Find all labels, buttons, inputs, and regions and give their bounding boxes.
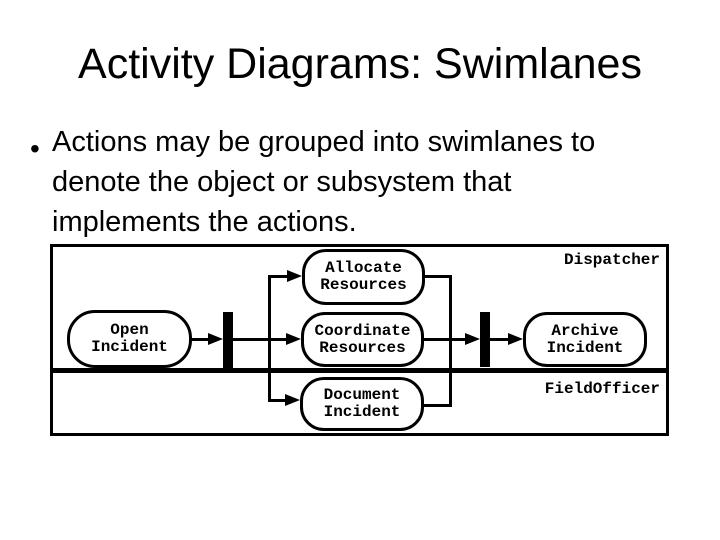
flow-line-join-to-archive xyxy=(490,338,509,341)
flow-line-coordinate-to-join xyxy=(424,338,466,341)
join-bar xyxy=(480,312,490,367)
bullet-line: implements the actions. xyxy=(52,206,357,238)
action-node-archive-incident: Archive Incident xyxy=(523,312,647,367)
node-label-line: Open xyxy=(110,321,149,339)
flow-line-to-document xyxy=(268,399,286,402)
flow-line-open-to-fork xyxy=(192,338,209,341)
node-label-line: Document xyxy=(323,386,401,404)
slide-title: Activity Diagrams: Swimlanes xyxy=(78,40,642,88)
arrowhead-into-document xyxy=(285,394,300,406)
node-label-line: Incident xyxy=(323,403,401,421)
activity-diagram: Dispatcher FieldOfficer Open Incident Al… xyxy=(50,244,669,436)
arrowhead-into-archive xyxy=(508,333,523,345)
action-node-open-incident: Open Incident xyxy=(67,310,192,368)
bullet-text: Actions may be grouped into swimlanes to… xyxy=(52,122,595,242)
flow-line-allocate-out xyxy=(425,275,452,278)
action-node-coordinate-resources: Coordinate Resources xyxy=(301,312,424,367)
fork-bar xyxy=(223,312,233,368)
node-label-line: Resources xyxy=(320,276,407,294)
node-label-line: Incident xyxy=(546,338,624,357)
flow-line-merge-branch xyxy=(449,275,452,407)
flow-line-to-coordinate xyxy=(233,338,287,341)
node-label-line: Coordinate xyxy=(314,321,411,340)
arrowhead-into-coordinate xyxy=(286,333,301,345)
bullet-marker: • xyxy=(30,133,40,164)
bullet-line: Actions may be grouped into swimlanes to xyxy=(52,126,596,158)
lane-label-dispatcher: Dispatcher xyxy=(563,251,660,269)
action-node-document-incident: Document Incident xyxy=(300,377,424,431)
bullet-line: denote the object or subsystem that xyxy=(52,166,512,198)
arrowhead-into-fork xyxy=(208,333,223,345)
node-label-line: Archive xyxy=(551,321,619,340)
flow-line-document-out xyxy=(424,404,452,407)
arrowhead-into-allocate xyxy=(287,270,302,282)
arrowhead-into-join xyxy=(465,333,480,345)
swimlane-divider xyxy=(53,368,666,373)
action-node-allocate-resources: Allocate Resources xyxy=(302,249,425,305)
node-label-line: Resources xyxy=(319,338,406,357)
flow-line-to-allocate xyxy=(268,275,288,278)
node-label-line: Allocate xyxy=(325,259,402,277)
node-label-line: Incident xyxy=(91,338,168,356)
lane-label-fieldofficer: FieldOfficer xyxy=(544,380,660,398)
